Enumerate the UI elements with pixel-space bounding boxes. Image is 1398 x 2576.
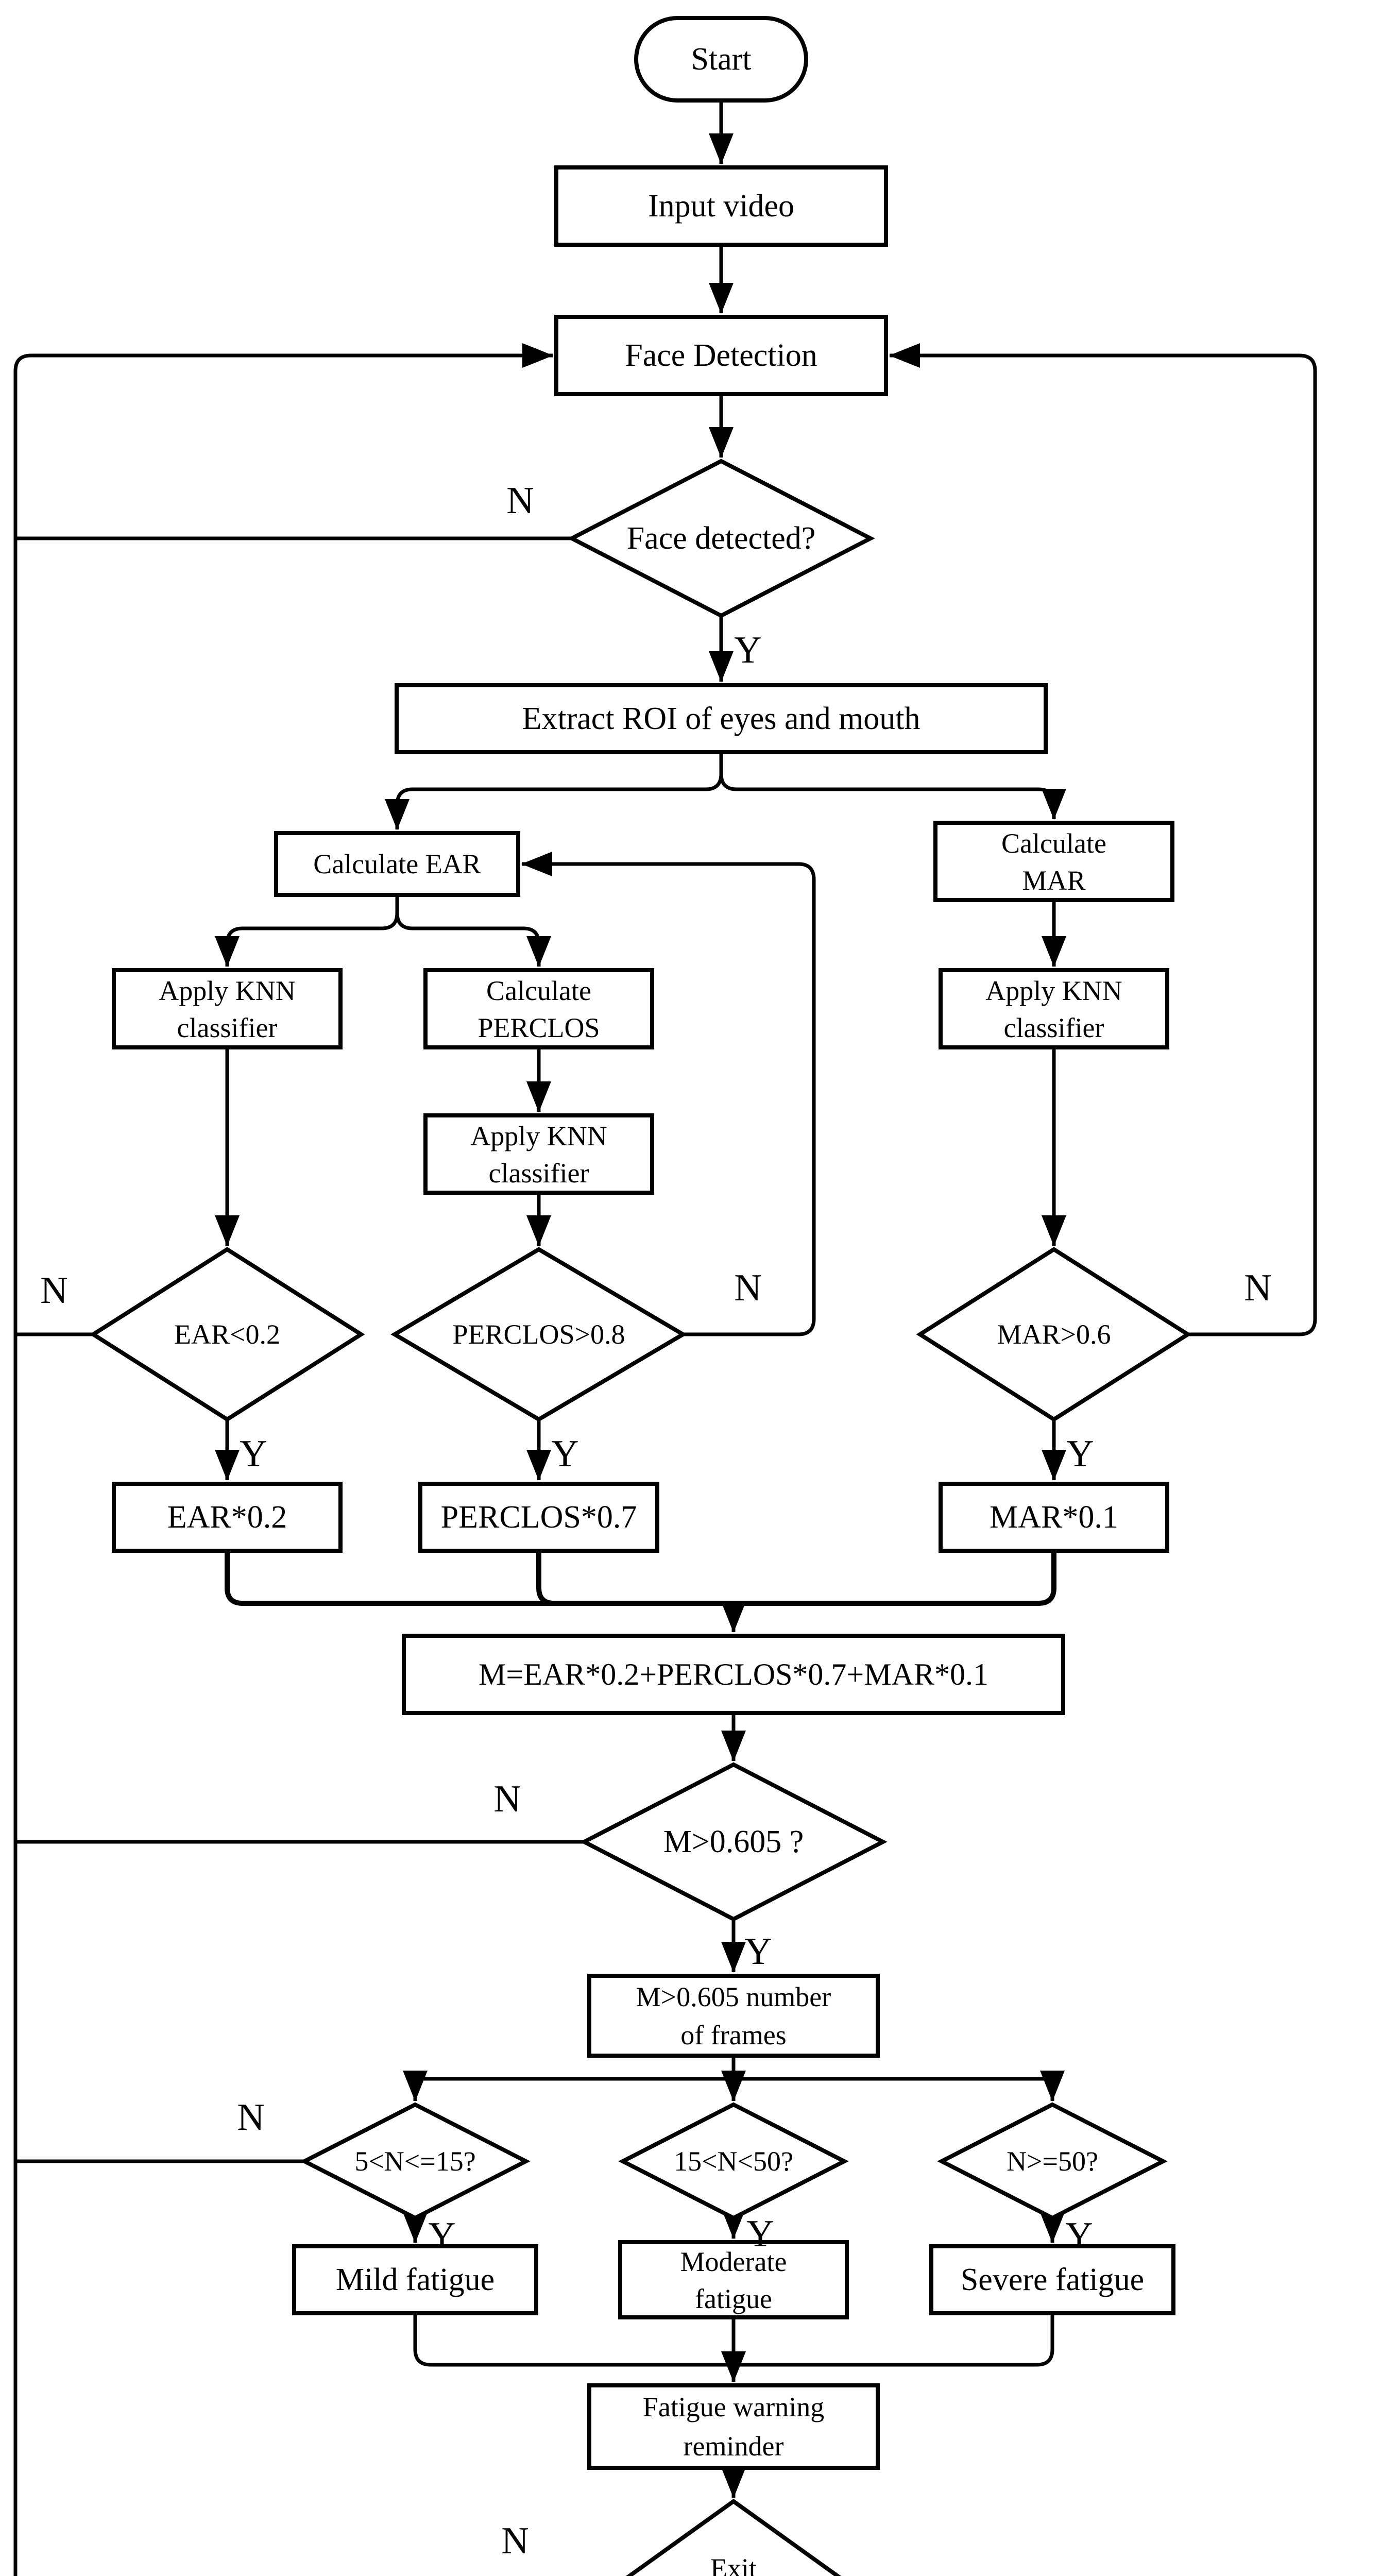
m-threshold-label: M>0.605 ? — [663, 1824, 804, 1859]
input-video-label: Input video — [648, 189, 794, 224]
moderate-fatigue-node — [618, 2240, 849, 2319]
face-detected-decision — [567, 459, 875, 618]
calc-mar-label-line1: Calculate — [1001, 828, 1106, 859]
edge-left-return-to-face-detection — [13, 343, 553, 2576]
moderate-fatigue-label-line1: Moderate — [680, 2246, 787, 2277]
face-detected-label: Face detected? — [627, 521, 816, 556]
branch-label-exit-no: N — [501, 2520, 528, 2562]
severe-range-decision — [937, 2102, 1168, 2221]
ear-weight-label: EAR*0.2 — [167, 1500, 287, 1535]
face-detection-node — [554, 315, 888, 396]
ear-threshold-label: EAR<0.2 — [174, 1319, 280, 1350]
mar-weight-node — [939, 1482, 1169, 1553]
knn-mar-label-line2: classifier — [1004, 1012, 1104, 1043]
fatigue-warning-label-line2: reminder — [684, 2431, 784, 2462]
calc-perclos-node — [423, 968, 654, 1049]
m-threshold-decision — [579, 1762, 888, 1922]
calc-perclos-label-line1: Calculate — [486, 975, 591, 1006]
calc-mar-label-line2: MAR — [1022, 865, 1085, 896]
frames-count-label-line1: M>0.605 number — [636, 1981, 831, 2012]
perclos-weight-label: PERCLOS*0.7 — [441, 1500, 637, 1535]
branch-label-face-detected-no: N — [506, 480, 534, 522]
knn-perclos-node — [423, 1113, 654, 1195]
frames-count-label-line2: of frames — [680, 2020, 786, 2050]
moderate-range-label: 15<N<50? — [674, 2146, 793, 2177]
perclos-weight-node — [418, 1482, 659, 1553]
edge-extract-roi-to-calc-ear — [385, 752, 723, 830]
mar-threshold-label: MAR>0.6 — [997, 1319, 1111, 1350]
mar-threshold-decision — [916, 1247, 1192, 1422]
input-video-node — [554, 165, 888, 247]
severe-fatigue-label: Severe fatigue — [961, 2262, 1144, 2297]
branch-label-severe-yes: Y — [1065, 2215, 1093, 2257]
edge-mild-merge — [413, 2313, 431, 2367]
calc-mar-node — [933, 821, 1174, 902]
edge-calc-ear-to-calc-perclos — [395, 895, 551, 967]
fatigue-warning-node — [587, 2383, 880, 2470]
branch-label-mar-yes: Y — [1066, 1433, 1094, 1475]
knn-mar-node — [939, 968, 1169, 1049]
calc-ear-node — [274, 831, 520, 897]
branch-label-perclos-yes: Y — [551, 1433, 578, 1475]
extract-roi-node — [395, 683, 1048, 754]
branch-label-moderate-yes: Y — [746, 2213, 774, 2255]
perclos-threshold-decision — [390, 1247, 687, 1422]
start-label: Start — [691, 42, 751, 77]
knn-mar-label-line1: Apply KNN — [985, 975, 1122, 1006]
branch-label-perclos-no: N — [734, 1267, 761, 1309]
branch-label-mild-no: N — [237, 2096, 264, 2139]
branch-label-mild-yes: Y — [428, 2215, 455, 2257]
ear-threshold-decision — [89, 1247, 365, 1422]
branch-label-face-detected-yes: Y — [734, 629, 761, 671]
mild-fatigue-label: Mild fatigue — [336, 2262, 495, 2297]
branch-label-mar-no: N — [1244, 1267, 1271, 1309]
severe-range-label: N>=50? — [1007, 2146, 1098, 2177]
perclos-threshold-label: PERCLOS>0.8 — [452, 1319, 625, 1350]
knn-perclos-label-line1: Apply KNN — [470, 1121, 607, 1151]
frames-count-node — [587, 1974, 880, 2058]
mild-fatigue-node — [292, 2244, 538, 2315]
exit-system-decision — [626, 2499, 841, 2576]
knn-ear-node — [112, 968, 343, 1049]
face-detection-label: Face Detection — [625, 338, 817, 373]
edge-mar-weight-merge — [1038, 1551, 1056, 1606]
mild-range-decision — [300, 2102, 531, 2221]
extract-roi-label: Extract ROI of eyes and mouth — [522, 701, 920, 736]
calc-perclos-label-line2: PERCLOS — [478, 1012, 600, 1043]
calc-ear-label: Calculate EAR — [313, 849, 481, 879]
knn-ear-label-line2: classifier — [177, 1012, 278, 1043]
exit-system-label-line1: Exit — [710, 2553, 757, 2576]
moderate-range-decision — [618, 2102, 849, 2221]
start-node — [634, 16, 808, 103]
m-formula-node — [402, 1634, 1065, 1715]
edge-d-perclos-no-return-to-calc-ear — [521, 852, 816, 1336]
edge-d-mar-no-return-to-face-detection — [889, 343, 1317, 1336]
m-formula-label: M=EAR*0.2+PERCLOS*0.7+MAR*0.1 — [479, 1657, 988, 1691]
edge-calc-ear-to-knn-ear — [215, 895, 399, 967]
ear-weight-node — [112, 1482, 343, 1553]
edge-severe-merge — [1036, 2313, 1054, 2367]
edge-perclos-weight-merge — [536, 1551, 555, 1606]
mild-range-label: 5<N<=15? — [354, 2146, 475, 2177]
edge-extract-roi-to-calc-mar — [719, 752, 1066, 820]
fatigue-warning-label-line1: Fatigue warning — [643, 2392, 824, 2422]
branch-label-m-no: N — [493, 1778, 521, 1820]
branch-label-m-yes: Y — [744, 1930, 772, 1973]
branch-label-ear-yes: Y — [240, 1433, 267, 1475]
knn-perclos-label-line2: classifier — [489, 1158, 589, 1189]
edge-ear-weight-merge — [225, 1551, 243, 1606]
mar-weight-label: MAR*0.1 — [990, 1500, 1118, 1535]
moderate-fatigue-label-line2: fatigue — [695, 2283, 772, 2314]
severe-fatigue-node — [929, 2244, 1175, 2315]
knn-ear-label-line1: Apply KNN — [159, 975, 296, 1006]
branch-label-ear-no: N — [40, 1269, 67, 1312]
